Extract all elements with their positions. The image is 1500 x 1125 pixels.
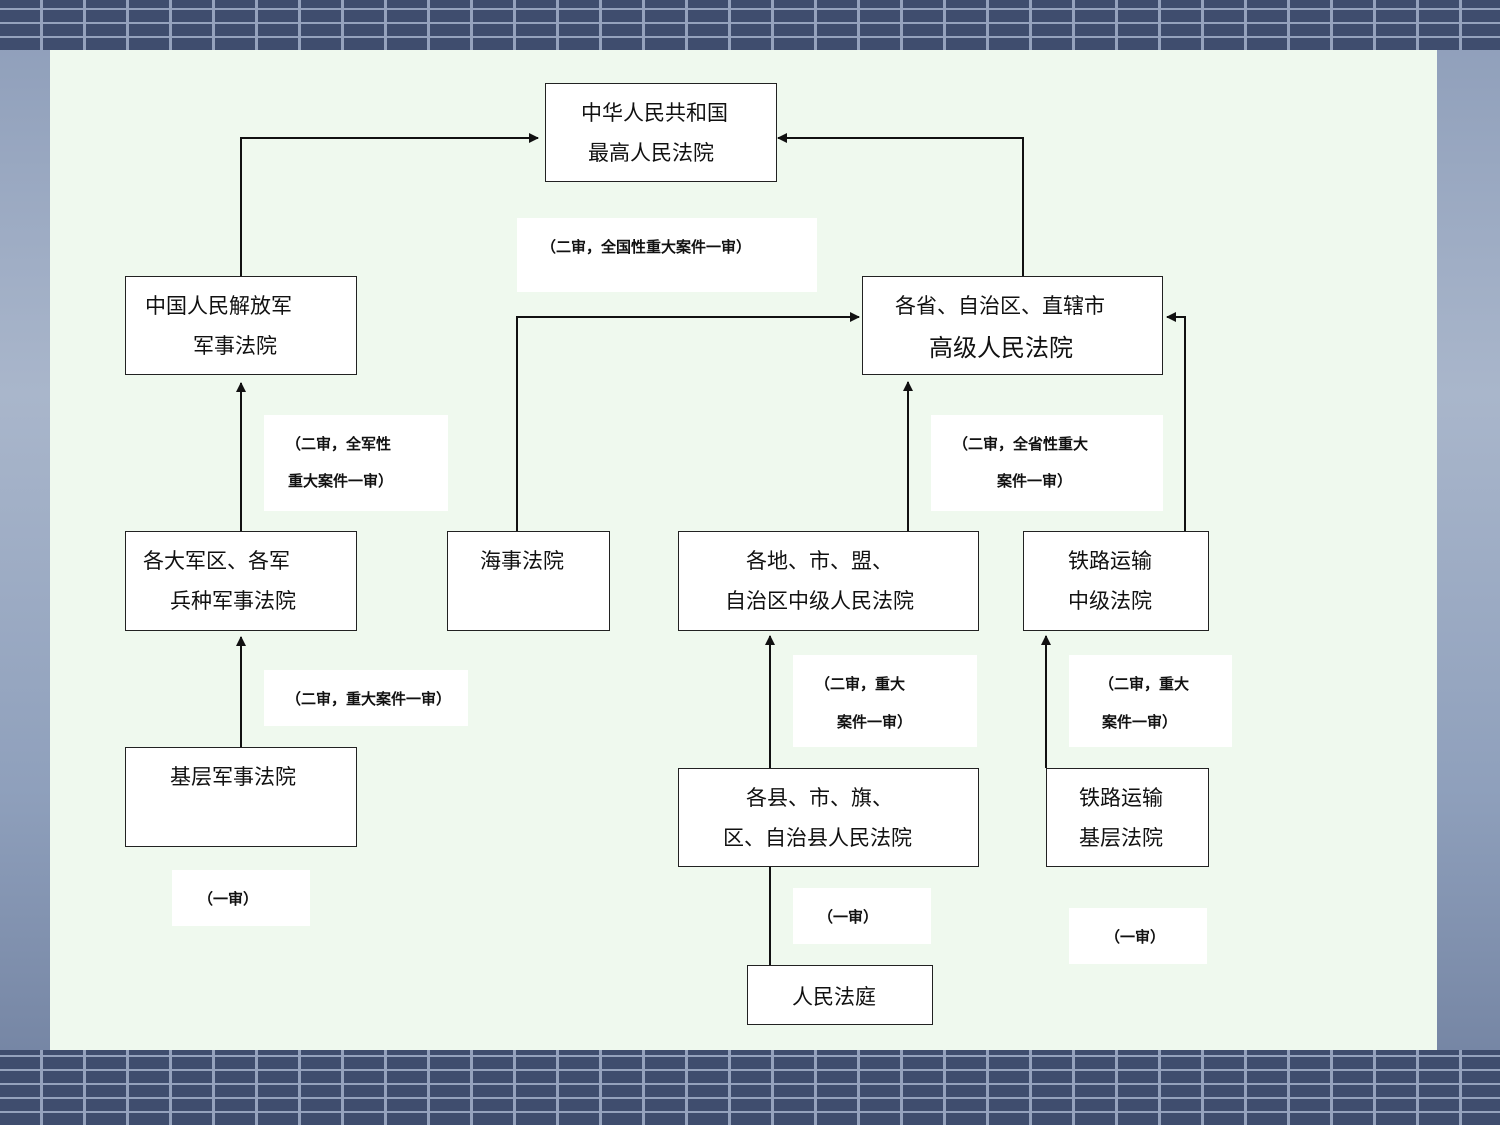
note-railway-intermediate-line1: （二审，重大 bbox=[1099, 675, 1190, 693]
military-region-line2: 兵种军事法院 bbox=[170, 589, 296, 613]
county-court-line2: 区、自治县人民法院 bbox=[723, 826, 912, 850]
county-court-box: 各县、市、旗、 区、自治县人民法院 bbox=[678, 768, 979, 867]
people-tribunal-box: 人民法庭 bbox=[747, 965, 933, 1025]
military-region-line1: 各大军区、各军 bbox=[143, 549, 290, 573]
note-high-jurisdiction: （二审，全省性重大 案件一审） bbox=[931, 415, 1163, 511]
maritime-court-box: 海事法院 bbox=[447, 531, 610, 631]
intermediate-court-line2: 自治区中级人民法院 bbox=[725, 589, 914, 613]
note-basic-military-text: （一审） bbox=[198, 890, 259, 908]
people-tribunal-line1: 人民法庭 bbox=[792, 985, 876, 1009]
note-railway-basic-jurisdiction: （一审） bbox=[1069, 908, 1207, 964]
supreme-court-box: 中华人民共和国 最高人民法院 bbox=[545, 83, 777, 182]
connector-lines bbox=[236, 133, 1186, 965]
note-railway-intermediate-line2: 案件一审） bbox=[1102, 713, 1178, 731]
note-supreme-text: （二审，全国性重大案件一审） bbox=[541, 238, 752, 256]
note-pla-line2: 重大案件一审） bbox=[288, 472, 394, 490]
note-county-text: （一审） bbox=[818, 908, 879, 926]
intermediate-court-box: 各地、市、盟、 自治区中级人民法院 bbox=[678, 531, 979, 631]
high-court-box: 各省、自治区、直辖市 高级人民法院 bbox=[862, 276, 1163, 375]
connector-pla-to-supreme bbox=[240, 133, 539, 276]
basic-military-court-box: 基层军事法院 bbox=[125, 747, 357, 847]
railway-intermediate-line2: 中级法院 bbox=[1068, 589, 1152, 613]
note-railway-basic-text: （一审） bbox=[1105, 928, 1166, 946]
note-intermediate-jurisdiction: （二审，重大 案件一审） bbox=[793, 655, 977, 747]
connector-railway-to-high bbox=[1166, 312, 1186, 531]
note-basic-military-jurisdiction: （一审） bbox=[172, 870, 310, 926]
connector-high-to-supreme bbox=[777, 133, 1024, 276]
brick-border-bottom bbox=[0, 1050, 1500, 1125]
basic-military-line1: 基层军事法院 bbox=[170, 765, 296, 789]
note-pla-line1: （二审，全军性 bbox=[286, 435, 392, 453]
railway-basic-line1: 铁路运输 bbox=[1079, 786, 1163, 810]
note-high-line2: 案件一审） bbox=[997, 472, 1073, 490]
maritime-court-line1: 海事法院 bbox=[480, 549, 564, 573]
supreme-court-line1: 中华人民共和国 bbox=[581, 101, 728, 125]
note-pla-jurisdiction: （二审，全军性 重大案件一审） bbox=[264, 415, 448, 511]
railway-basic-line2: 基层法院 bbox=[1079, 826, 1163, 850]
county-court-line1: 各县、市、旗、 bbox=[746, 786, 893, 810]
connector-maritime-to-high bbox=[516, 312, 860, 531]
intermediate-court-line1: 各地、市、盟、 bbox=[746, 549, 893, 573]
high-court-line2: 高级人民法院 bbox=[929, 334, 1073, 362]
pla-court-line1: 中国人民解放军 bbox=[145, 294, 292, 318]
note-railway-intermediate-jurisdiction: （二审，重大 案件一审） bbox=[1069, 655, 1232, 747]
note-intermediate-line1: （二审，重大 bbox=[815, 675, 906, 693]
railway-intermediate-line1: 铁路运输 bbox=[1068, 549, 1152, 573]
brick-border-top bbox=[0, 0, 1500, 50]
note-county-jurisdiction: （一审） bbox=[793, 888, 931, 944]
pla-military-court-box: 中国人民解放军 军事法院 bbox=[125, 276, 357, 375]
note-intermediate-line2: 案件一审） bbox=[837, 713, 913, 731]
military-region-court-box: 各大军区、各军 兵种军事法院 bbox=[125, 531, 357, 631]
high-court-line1: 各省、自治区、直辖市 bbox=[895, 294, 1105, 318]
note-military-region-text: （二审，重大案件一审） bbox=[286, 690, 452, 708]
note-supreme-jurisdiction: （二审，全国性重大案件一审） bbox=[517, 218, 817, 292]
railway-intermediate-court-box: 铁路运输 中级法院 bbox=[1023, 531, 1209, 631]
note-high-line1: （二审，全省性重大 bbox=[953, 435, 1089, 453]
railway-basic-court-box: 铁路运输 基层法院 bbox=[1046, 768, 1209, 867]
supreme-court-line2: 最高人民法院 bbox=[588, 141, 714, 165]
slide-canvas: 中华人民共和国 最高人民法院 中国人民解放军 军事法院 各省、自治区、直辖市 高… bbox=[50, 50, 1437, 1050]
pla-court-line2: 军事法院 bbox=[193, 334, 277, 358]
note-military-region-jurisdiction: （二审，重大案件一审） bbox=[264, 670, 468, 726]
